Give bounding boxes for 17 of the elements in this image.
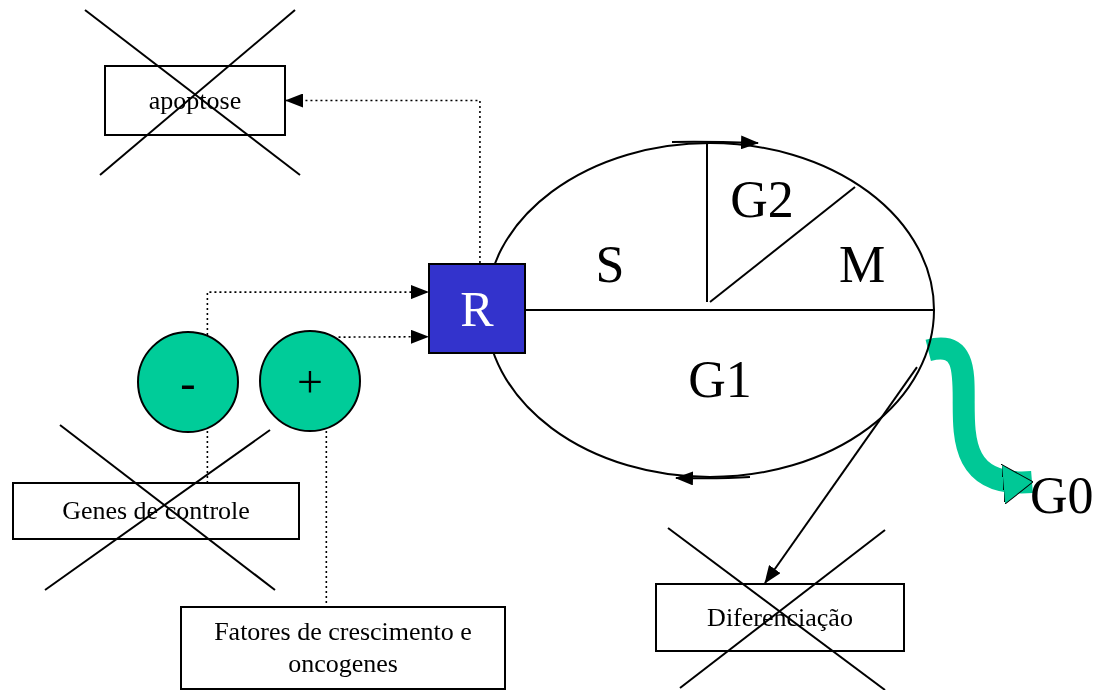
arrow	[764, 366, 918, 584]
phase-label: G2	[730, 174, 794, 226]
phase-label: M	[838, 239, 886, 291]
process-box	[12, 482, 300, 540]
arrow	[927, 338, 1034, 502]
box-label: R	[460, 292, 494, 325]
box-label: Fatores de crescimento e oncogenes	[213, 616, 473, 680]
phase-label: G1	[688, 354, 752, 406]
arrow	[337, 329, 429, 344]
phase-label: G0	[1030, 468, 1108, 524]
arrow	[206, 285, 429, 336]
phase-label: S	[595, 239, 625, 291]
restriction-point-box	[428, 263, 526, 354]
sign-label: -	[180, 355, 196, 409]
arrow	[285, 93, 481, 264]
sign-label: +	[297, 354, 323, 408]
process-box	[180, 606, 506, 690]
